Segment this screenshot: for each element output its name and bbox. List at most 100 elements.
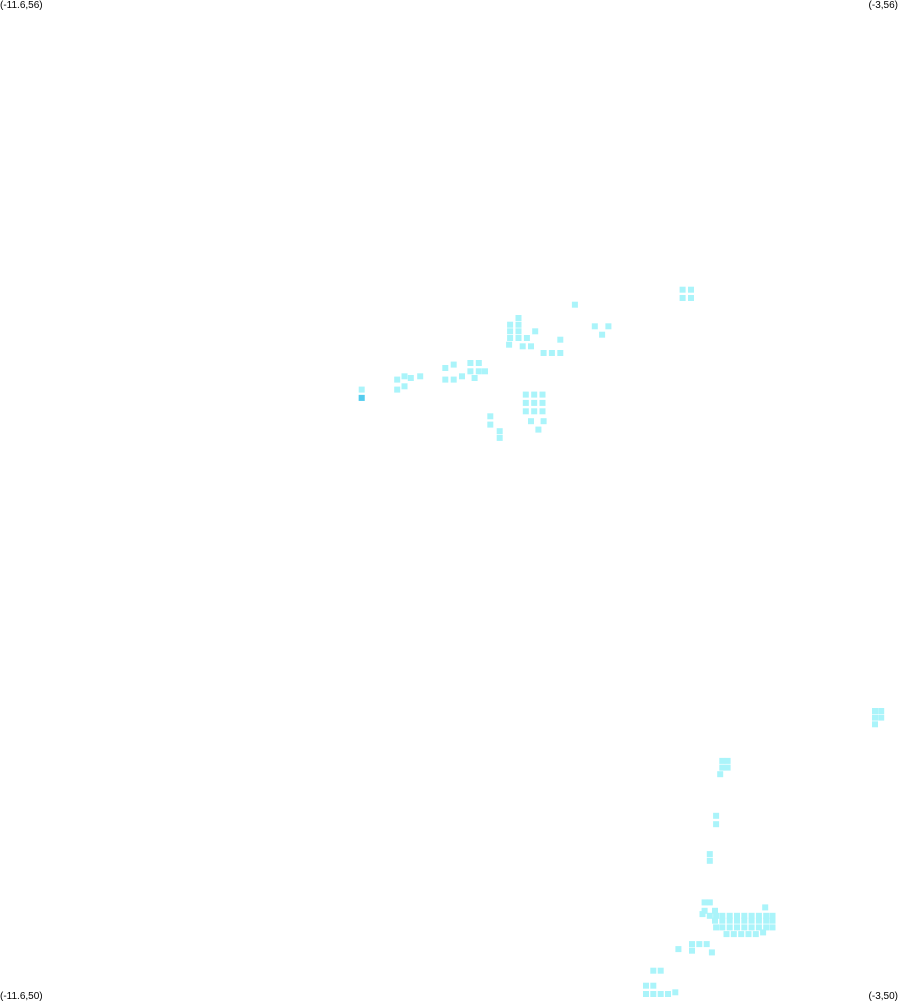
map-cell (471, 375, 478, 381)
map-cell (459, 373, 465, 380)
map-cell (724, 757, 731, 764)
map-cell (679, 286, 686, 293)
map-cell (712, 917, 718, 924)
map-cell (755, 924, 762, 931)
map-cell (442, 376, 449, 383)
map-cell (507, 328, 514, 335)
map-cell (726, 917, 733, 924)
map-cell (719, 912, 726, 919)
map-cell (599, 331, 606, 338)
map-cell (496, 434, 503, 441)
map-cell (515, 321, 522, 328)
map-cell (665, 991, 671, 997)
map-cell (719, 757, 726, 764)
map-cell (713, 821, 720, 828)
map-cell (679, 295, 686, 301)
map-cell (741, 917, 748, 924)
map-cell (605, 323, 612, 330)
map-cell (872, 721, 878, 728)
map-cell (706, 912, 713, 919)
map-cell (755, 917, 762, 924)
map-cell (689, 947, 695, 954)
map-cell (539, 408, 546, 415)
map-cell (557, 336, 564, 343)
map-cell (872, 708, 878, 714)
map-cell (571, 301, 578, 308)
map-cell (701, 907, 708, 914)
cell-layer (358, 286, 885, 997)
map-cell (688, 295, 694, 301)
map-cell (769, 912, 776, 919)
map-cell (482, 368, 488, 375)
map-cell (748, 912, 755, 919)
map-cell (752, 931, 759, 938)
map-cell (540, 418, 547, 425)
map-cell (531, 408, 538, 415)
map-cell (401, 373, 408, 380)
map-cell (872, 714, 878, 721)
map-cell (523, 335, 530, 341)
map-cell (591, 323, 598, 330)
corner-label-top-right: (-3,56) (868, 0, 898, 11)
map-cell (701, 899, 708, 906)
map-cell (717, 771, 724, 778)
map-cell (688, 286, 694, 293)
map-cell (442, 365, 449, 371)
map-cell (528, 343, 534, 350)
map-cell (706, 851, 713, 858)
map-cell (475, 360, 482, 366)
map-cell (522, 391, 529, 398)
map-cell (531, 399, 538, 406)
map-cell (760, 929, 767, 936)
map-cell (708, 949, 715, 956)
map-cell (487, 413, 494, 420)
map-cell (539, 391, 546, 398)
map-cell (699, 911, 706, 918)
map-cell (557, 350, 564, 356)
map-cell (507, 335, 514, 341)
map-cell (724, 764, 731, 771)
map-cell (467, 360, 474, 366)
map-cell-highlight (358, 394, 365, 401)
map-cell (696, 941, 703, 948)
map-cell (450, 376, 457, 383)
map-cell (719, 764, 726, 771)
map-cell (703, 941, 710, 948)
map-cell (528, 418, 534, 425)
map-cell (657, 991, 664, 997)
map-cell (394, 386, 401, 393)
map-cell (532, 328, 539, 335)
map-cell (496, 428, 503, 435)
map-cell (712, 907, 718, 914)
map-cell (394, 376, 401, 383)
map-cell (358, 386, 365, 393)
map-cell (726, 912, 733, 919)
map-cell (769, 917, 776, 924)
map-cell (650, 991, 657, 997)
map-cell (515, 315, 522, 321)
map-cell (650, 967, 657, 974)
map-cell (706, 857, 713, 864)
map-cell (475, 368, 482, 375)
map-cell (506, 341, 513, 348)
map-cell (878, 708, 885, 714)
map-cell (734, 912, 740, 919)
map-cell (515, 328, 522, 335)
map-cell (719, 917, 726, 924)
map-cell (507, 321, 514, 328)
map-cell (763, 924, 770, 931)
map-cell (745, 931, 752, 938)
map-cell (726, 924, 733, 931)
map-cell (748, 917, 755, 924)
map-cell (401, 383, 408, 390)
map-cell (487, 421, 494, 428)
map-cell (675, 946, 682, 953)
map-cell (643, 991, 649, 997)
map-cell (539, 399, 546, 406)
map-cell (522, 399, 529, 406)
map-cell (467, 368, 474, 375)
map-cell (643, 982, 649, 989)
map-cell (519, 343, 526, 350)
map-cell (763, 917, 770, 924)
